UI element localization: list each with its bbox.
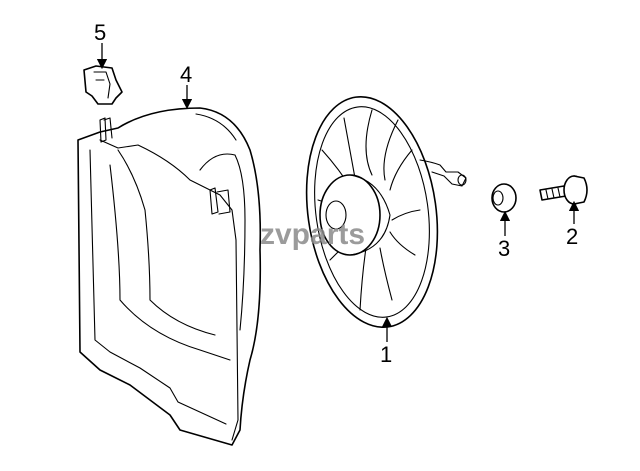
retainer-clip <box>83 65 123 105</box>
callout-5: 5 <box>94 20 106 45</box>
fan-shroud <box>77 107 262 446</box>
callout-4: 4 <box>180 62 192 87</box>
grommet <box>491 183 517 213</box>
bolt <box>539 175 588 205</box>
callout-1: 1 <box>380 342 392 367</box>
fan-assembly <box>305 95 467 329</box>
callout-3: 3 <box>498 236 510 261</box>
watermark-logo: zvparts <box>260 218 365 251</box>
callout-2: 2 <box>566 224 578 249</box>
